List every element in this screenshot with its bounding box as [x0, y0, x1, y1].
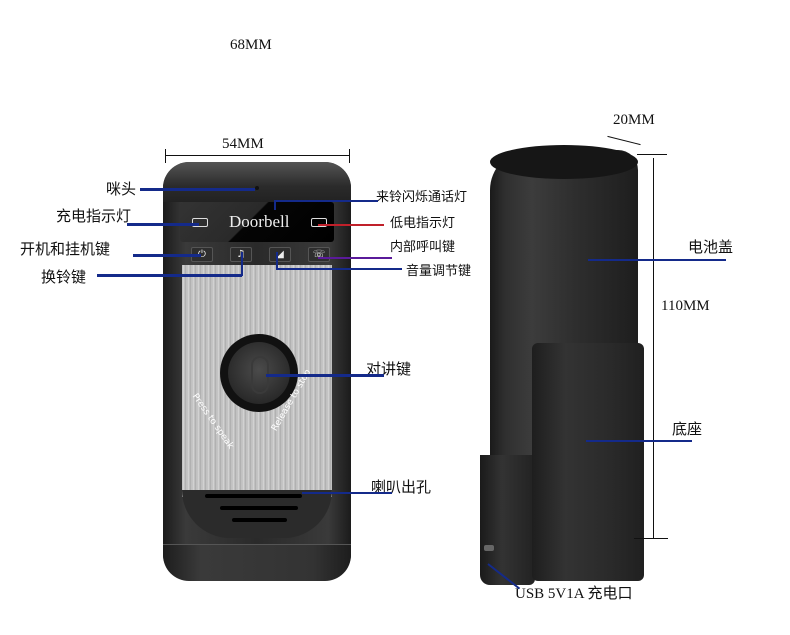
volume-icon: ◢	[276, 249, 284, 260]
height-tick-top	[637, 154, 667, 155]
label-mic: 咪头	[106, 180, 137, 198]
label-charge-indicator: 充电指示灯	[56, 207, 132, 225]
display-panel	[180, 202, 334, 242]
low-battery-indicator-icon	[311, 218, 327, 227]
leader-line-flash-vert	[274, 200, 276, 210]
label-talk-key: 对讲键	[366, 360, 412, 378]
front-device-top	[163, 162, 351, 202]
leader-line-mic	[140, 188, 255, 191]
front-device-base	[163, 544, 351, 581]
leader-line-power	[133, 254, 201, 257]
depth-label: 20MM	[613, 112, 655, 128]
label-ring-flash-light: 来铃闪烁通话灯	[376, 190, 468, 205]
height-label: 110MM	[661, 298, 710, 314]
side-device-top	[490, 145, 638, 179]
label-low-battery-light: 低电指示灯	[390, 216, 456, 231]
front-width-dim-line	[165, 155, 350, 156]
leader-line-volume-vert	[276, 252, 278, 269]
speaker-slot	[220, 506, 298, 510]
display-brand-text: Doorbell	[229, 212, 290, 231]
leader-line-ring-vert	[241, 252, 243, 276]
label-power-hangup-key: 开机和挂机键	[20, 240, 111, 258]
height-dim-line	[653, 158, 654, 538]
depth-dim-line	[607, 135, 641, 146]
label-usb-port: USB 5V1A 充电口	[515, 586, 633, 602]
label-battery-cover: 电池盖	[688, 238, 734, 256]
speaker-slot	[205, 494, 302, 498]
intercom-button[interactable]: ☏	[308, 247, 330, 262]
leader-line-intercom	[318, 257, 392, 259]
cradle-base	[532, 343, 644, 581]
leader-line-talk	[266, 374, 384, 377]
leader-line-volume	[276, 268, 402, 270]
speaker-grille	[182, 490, 332, 538]
volume-button[interactable]: ◢	[269, 247, 291, 262]
label-intercom-key: 内部呼叫键	[390, 240, 456, 255]
usb-port	[484, 545, 494, 551]
leader-line-speaker	[302, 492, 392, 494]
leader-line-charge	[127, 223, 199, 226]
leader-line-low-battery	[318, 224, 384, 226]
label-ring-change-key: 换铃键	[41, 268, 87, 286]
speaker-slot	[232, 518, 287, 522]
dim-tick-left	[165, 149, 166, 163]
label-speaker-holes: 喇叭出孔	[371, 478, 432, 496]
charge-indicator-icon	[192, 218, 208, 227]
leader-line-battery-cover	[588, 259, 726, 261]
height-tick-bottom	[634, 538, 668, 539]
leader-line-base	[586, 440, 692, 442]
leader-line-ring	[97, 274, 242, 277]
label-base: 底座	[672, 420, 703, 438]
mic-hole	[255, 186, 259, 190]
front-width-label: 54MM	[222, 136, 264, 152]
dim-tick-right	[349, 149, 350, 163]
overall-width-label: 68MM	[230, 37, 272, 53]
phone-icon: ☏	[312, 249, 326, 260]
leader-line-flash	[274, 200, 378, 202]
power-icon: ⏻	[198, 249, 206, 260]
label-volume-key: 音量调节键	[406, 264, 472, 279]
